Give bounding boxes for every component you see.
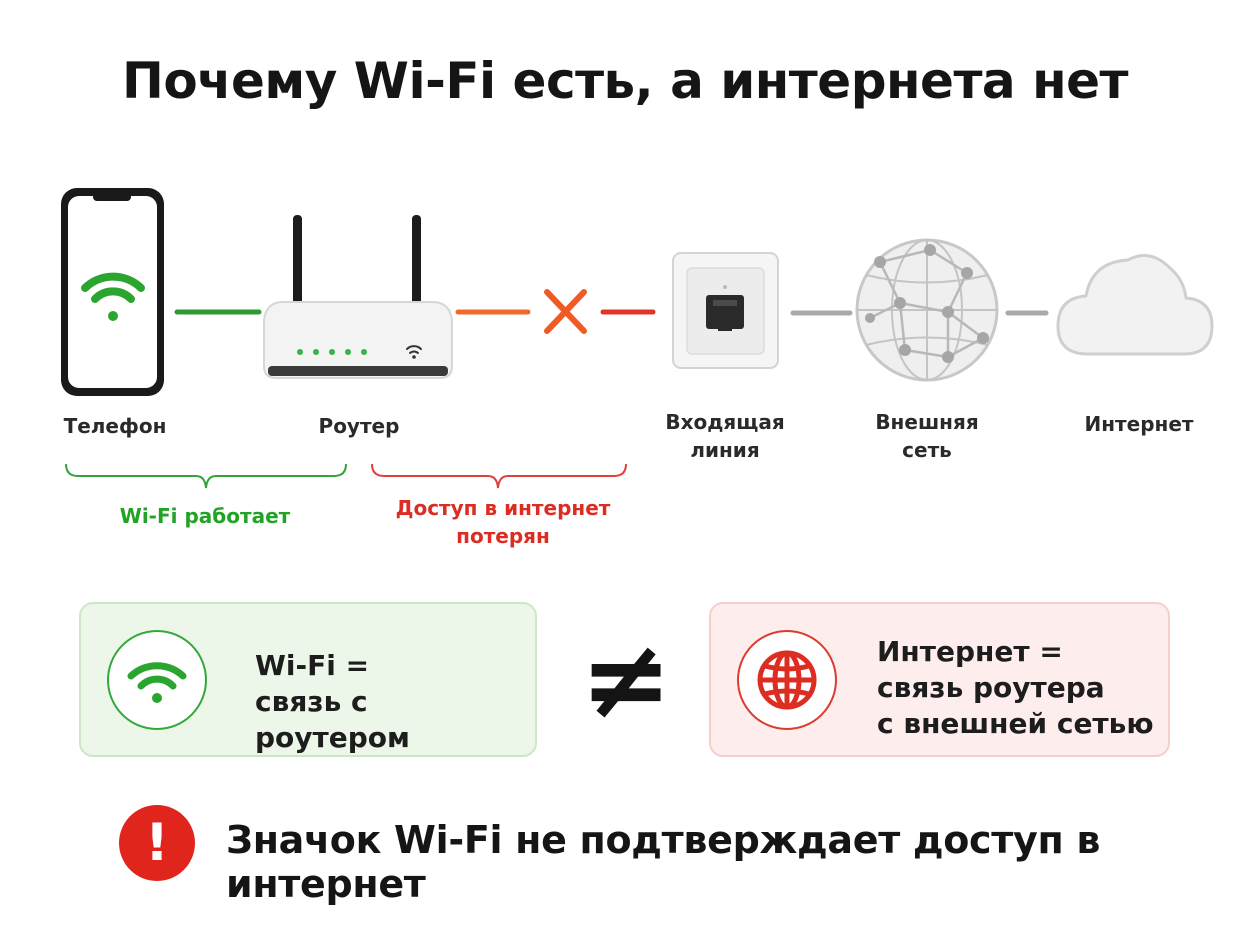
exclamation-symbol: ! [145, 813, 169, 873]
wifi-circle [107, 630, 207, 730]
globe-icon [757, 650, 817, 710]
router-icon [263, 215, 453, 379]
label-wifi-works: Wi-Fi работает [119, 504, 291, 528]
wifi-icon [81, 272, 145, 321]
internet-definition-box: Интернет = связь роутера с внешней сетью [709, 602, 1170, 757]
cross-icon [544, 289, 587, 334]
globe-circle [737, 630, 837, 730]
ethernet-socket-icon [672, 252, 779, 369]
cloud-icon [1056, 254, 1214, 356]
page-title: Почему Wi-Fi есть, а интернета нет [121, 52, 1129, 110]
label-external-net-2: сеть [902, 438, 952, 462]
internet-definition-desc-1: связь роутера [877, 671, 1105, 704]
label-incoming-line-2: линия [690, 438, 760, 462]
internet-definition: Интернет = связь роутера с внешней сетью [877, 634, 1157, 742]
bracket-access-lost [371, 463, 627, 489]
label-incoming-line: Входящая линия [650, 408, 800, 464]
label-access-lost-1: Доступ в интернет [395, 496, 611, 520]
globe-network-icon [855, 238, 999, 382]
label-router: Роутер [318, 414, 400, 438]
label-incoming-line-1: Входящая [665, 410, 785, 434]
wifi-definition: Wi-Fi = связь с роутером [255, 648, 525, 756]
internet-definition-title: Интернет = [877, 635, 1063, 668]
wifi-definition-box: Wi-Fi = связь с роутером [79, 602, 537, 757]
exclamation-icon: ! [119, 805, 195, 881]
label-access-lost: Доступ в интернет потерян [368, 494, 638, 550]
internet-definition-desc-2: с внешней сетью [877, 707, 1154, 740]
smartphone-icon [61, 188, 164, 396]
label-external-net: Внешняя сеть [852, 408, 1002, 464]
connection-diagram [61, 188, 1214, 489]
label-access-lost-2: потерян [456, 524, 550, 548]
wifi-definition-title: Wi-Fi = [255, 649, 370, 682]
wifi-icon [127, 662, 187, 703]
label-phone: Телефон [63, 414, 167, 438]
footer-note: Значок Wi-Fi не подтверждает доступ в ин… [226, 818, 1101, 906]
not-equal-sign: ≠ [580, 615, 673, 743]
bracket-wifi-works [65, 463, 347, 489]
label-external-net-1: Внешняя [875, 410, 979, 434]
wifi-definition-desc: связь с роутером [255, 685, 410, 754]
label-internet: Интернет [1084, 412, 1194, 436]
